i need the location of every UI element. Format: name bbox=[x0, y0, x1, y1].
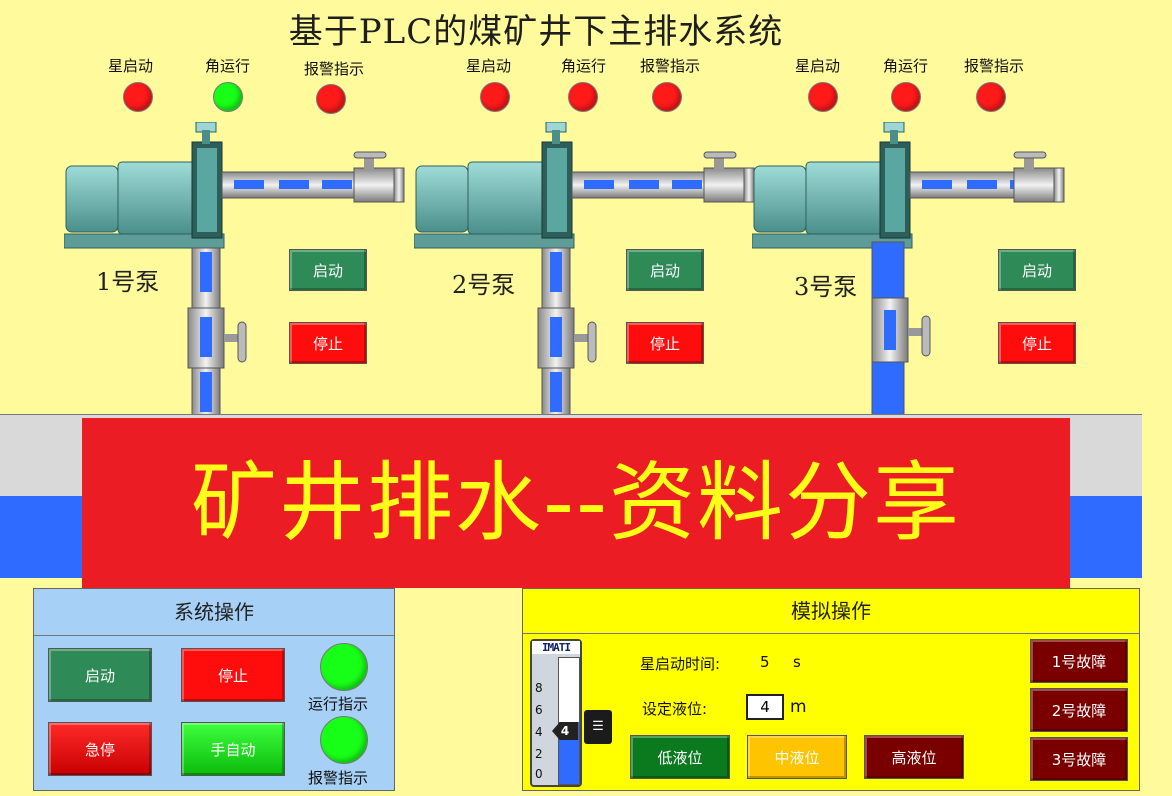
gauge-tick-2: 2 bbox=[535, 747, 543, 761]
gauge-pointer: 4 bbox=[552, 722, 578, 740]
pump1-delta-lamp bbox=[213, 82, 243, 112]
fault2-button[interactable]: 2号故障 bbox=[1030, 688, 1128, 732]
pump2-delta-label: 角运行 bbox=[561, 57, 607, 75]
pump1-stop-button[interactable]: 停止 bbox=[289, 322, 367, 364]
pump2-delta-lamp bbox=[568, 82, 598, 112]
gauge-tick-8: 8 bbox=[535, 681, 543, 695]
gauge-tick-6: 6 bbox=[535, 703, 543, 717]
pump3-star-lamp bbox=[808, 82, 838, 112]
star-time-value: 5 bbox=[760, 653, 770, 671]
page-title: 基于PLC的煤矿井下主排水系统 bbox=[288, 12, 784, 52]
pump1-alarm-label: 报警指示 bbox=[304, 60, 365, 78]
pump2-star-lamp bbox=[480, 82, 510, 112]
pump1-graphic bbox=[64, 122, 409, 422]
pump3-alarm-lamp bbox=[976, 82, 1006, 112]
pump3-star-label: 星启动 bbox=[795, 57, 841, 75]
system-run-lamp bbox=[320, 643, 368, 691]
system-panel-title: 系统操作 bbox=[34, 589, 394, 636]
gauge-header: IMATI bbox=[532, 641, 580, 654]
system-run-label: 运行指示 bbox=[308, 695, 369, 713]
pump3-start-button[interactable]: 启动 bbox=[998, 249, 1076, 291]
manual-auto-button[interactable]: 手自动 bbox=[181, 722, 285, 776]
pump2-alarm-lamp bbox=[652, 82, 682, 112]
pump2-alarm-label: 报警指示 bbox=[640, 57, 701, 75]
pump1-alarm-lamp bbox=[316, 84, 346, 114]
mid-level-button[interactable]: 中液位 bbox=[747, 735, 847, 779]
pump3-delta-lamp bbox=[891, 82, 921, 112]
pump3-graphic bbox=[752, 122, 1097, 422]
pump1-name: 1号泵 bbox=[96, 268, 160, 296]
star-time-label: 星启动时间: bbox=[640, 655, 721, 673]
pump3-name: 3号泵 bbox=[794, 273, 858, 301]
gauge-tube bbox=[558, 657, 580, 785]
pump3-delta-label: 角运行 bbox=[883, 57, 929, 75]
gauge-slider-handle-icon[interactable]: ☰ bbox=[584, 710, 612, 744]
pump1-star-label: 星启动 bbox=[108, 57, 154, 75]
system-start-button[interactable]: 启动 bbox=[48, 648, 152, 702]
pump1-star-lamp bbox=[123, 82, 153, 112]
pump2-star-label: 星启动 bbox=[466, 57, 512, 75]
star-time-unit: s bbox=[793, 653, 801, 671]
pump3-alarm-label: 报警指示 bbox=[964, 57, 1025, 75]
set-level-input[interactable]: 4 bbox=[746, 694, 784, 720]
system-alarm-label: 报警指示 bbox=[308, 769, 369, 787]
gauge-tick-0: 0 bbox=[535, 767, 543, 781]
pump2-graphic bbox=[414, 122, 759, 422]
system-stop-button[interactable]: 停止 bbox=[181, 648, 285, 702]
pump2-name: 2号泵 bbox=[452, 271, 516, 299]
set-level-label: 设定液位: bbox=[642, 700, 708, 718]
pump1-delta-label: 角运行 bbox=[205, 57, 251, 75]
fault1-button[interactable]: 1号故障 bbox=[1030, 639, 1128, 683]
simulation-panel-title: 模拟操作 bbox=[523, 589, 1139, 634]
system-alarm-lamp bbox=[320, 716, 368, 764]
low-level-button[interactable]: 低液位 bbox=[630, 735, 730, 779]
pump2-start-button[interactable]: 启动 bbox=[626, 249, 704, 291]
watermark-banner: 矿井排水--资料分享 bbox=[82, 418, 1070, 588]
pump2-stop-button[interactable]: 停止 bbox=[626, 322, 704, 364]
pump3-stop-button[interactable]: 停止 bbox=[998, 322, 1076, 364]
set-level-unit: m bbox=[790, 697, 807, 717]
high-level-button[interactable]: 高液位 bbox=[864, 735, 964, 779]
gauge-tick-4: 4 bbox=[535, 725, 543, 739]
level-gauge: IMATI 8 6 4 2 0 bbox=[530, 639, 582, 787]
fault3-button[interactable]: 3号故障 bbox=[1030, 737, 1128, 781]
emergency-stop-button[interactable]: 急停 bbox=[48, 722, 152, 776]
pump1-start-button[interactable]: 启动 bbox=[289, 249, 367, 291]
